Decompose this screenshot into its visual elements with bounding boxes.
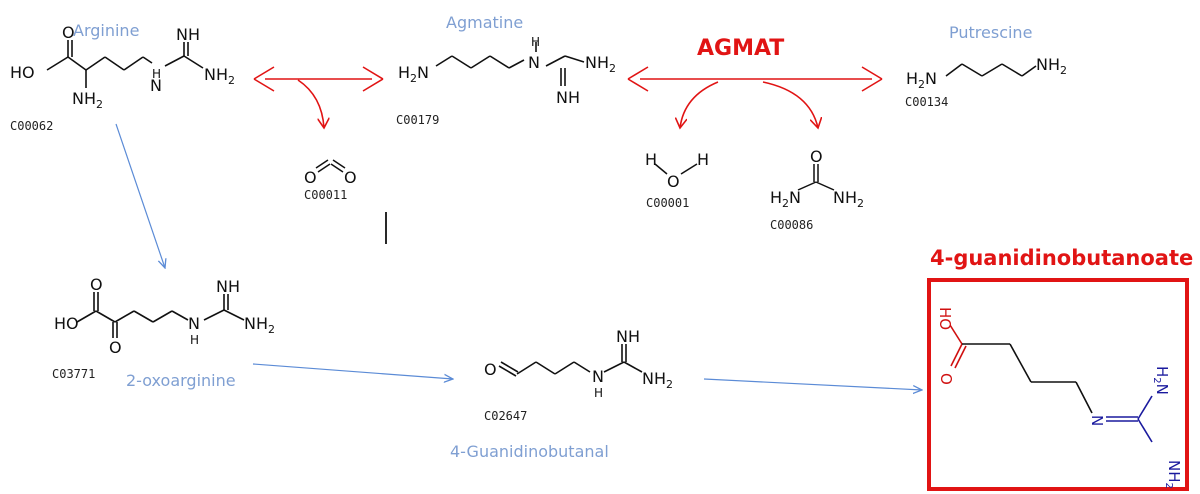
arrow-arginine-to-oxoarginine	[115, 123, 165, 268]
svg-text:HO: HO	[936, 307, 954, 330]
svg-text:H2N: H2N	[906, 69, 937, 91]
svg-text:HO: HO	[54, 314, 79, 333]
agmatine-atom-labels: H2N N H NH2 NH	[398, 35, 616, 107]
guanidinobutanal-structure	[498, 344, 643, 377]
guanidinobutanal-code: C02647	[484, 409, 528, 423]
guanidinobutanoate-highlight-box	[927, 278, 1189, 491]
svg-text:NH: NH	[176, 25, 200, 44]
svg-text:O: O	[90, 275, 103, 294]
co2-structure	[315, 159, 346, 173]
co2-code: C00011	[304, 188, 348, 202]
svg-text:H2N: H2N	[1151, 366, 1171, 395]
svg-text:O: O	[667, 172, 680, 191]
svg-text:O: O	[304, 168, 317, 187]
water-atom-labels: H O H	[645, 150, 709, 191]
svg-text:NH2: NH2	[833, 188, 864, 210]
svg-text:H: H	[645, 150, 657, 169]
svg-text:NH: NH	[216, 277, 240, 296]
reaction-arrow-arginine-agmatine	[253, 66, 384, 128]
oxoarginine-structure	[76, 292, 245, 338]
urea-code: C00086	[770, 218, 814, 232]
svg-text:H: H	[594, 386, 603, 400]
svg-text:N: N	[150, 76, 162, 95]
co2-atom-labels: O O	[304, 168, 357, 187]
svg-text:NH2: NH2	[642, 369, 673, 391]
reaction-arrow-agmatine-putrescine	[627, 66, 883, 128]
agmatine-structure	[435, 42, 585, 86]
putrescine-structure	[945, 63, 1037, 77]
arginine-name: Arginine	[73, 21, 140, 40]
svg-text:N: N	[188, 314, 200, 333]
water-structure	[654, 163, 698, 175]
urea-atom-labels: O H2N NH2	[770, 147, 864, 210]
putrescine-atom-labels: H2N NH2	[906, 55, 1067, 91]
guanidinobutanal-name: 4-Guanidinobutanal	[450, 442, 609, 461]
svg-text:O: O	[344, 168, 357, 187]
arrow-guanidinobutanal-to-guanidinobutanoate	[703, 378, 922, 390]
guanidinobutanoate-structure	[949, 324, 1153, 443]
svg-text:NH2: NH2	[72, 89, 103, 111]
svg-text:O: O	[109, 338, 122, 357]
svg-text:NH2: NH2	[1036, 55, 1067, 77]
svg-text:NH: NH	[616, 327, 640, 346]
svg-text:NH2: NH2	[585, 53, 616, 75]
svg-text:N: N	[1088, 415, 1106, 426]
arrow-oxoarginine-to-guanidinobutanal	[252, 363, 453, 379]
svg-text:O: O	[810, 147, 823, 166]
water-code: C00001	[646, 196, 690, 210]
urea-structure	[797, 164, 835, 191]
arginine-code: C00062	[10, 119, 54, 133]
guanidinobutanoate-title: 4-guanidinobutanoate	[930, 246, 1194, 270]
agmatine-code: C00179	[396, 113, 440, 127]
svg-text:N: N	[592, 367, 604, 386]
arginine-structure	[46, 40, 204, 88]
svg-text:O: O	[62, 23, 75, 42]
guanidinobutanal-atom-labels: O N H NH NH2	[484, 327, 673, 400]
svg-text:H: H	[190, 333, 199, 347]
enzyme-label-agmat: AGMAT	[697, 36, 785, 61]
svg-text:NH2: NH2	[204, 65, 235, 87]
svg-text:O: O	[937, 373, 955, 385]
putrescine-name: Putrescine	[949, 23, 1033, 42]
guanidinobutanoate-atom-labels: HO O N H2N NH2	[936, 307, 1183, 489]
svg-text:HO: HO	[10, 63, 35, 82]
svg-text:NH2: NH2	[1163, 460, 1183, 489]
svg-text:NH2: NH2	[244, 314, 275, 336]
svg-text:H2N: H2N	[770, 188, 801, 210]
svg-text:H: H	[531, 35, 540, 49]
svg-text:H: H	[152, 67, 161, 81]
svg-text:NH: NH	[556, 88, 580, 107]
svg-text:N: N	[528, 53, 540, 72]
oxoarginine-code: C03771	[52, 367, 96, 381]
svg-text:H: H	[697, 150, 709, 169]
svg-text:H2N: H2N	[398, 63, 429, 85]
oxoarginine-atom-labels: HO O O N H NH NH2	[54, 275, 275, 357]
putrescine-code: C00134	[905, 95, 949, 109]
oxoarginine-name: 2-oxoarginine	[126, 371, 236, 390]
agmatine-name: Agmatine	[446, 13, 524, 32]
svg-text:O: O	[484, 360, 497, 379]
pathway-arrows	[115, 123, 922, 390]
arginine-atom-labels: HO O NH2 N H NH NH2	[10, 23, 235, 111]
